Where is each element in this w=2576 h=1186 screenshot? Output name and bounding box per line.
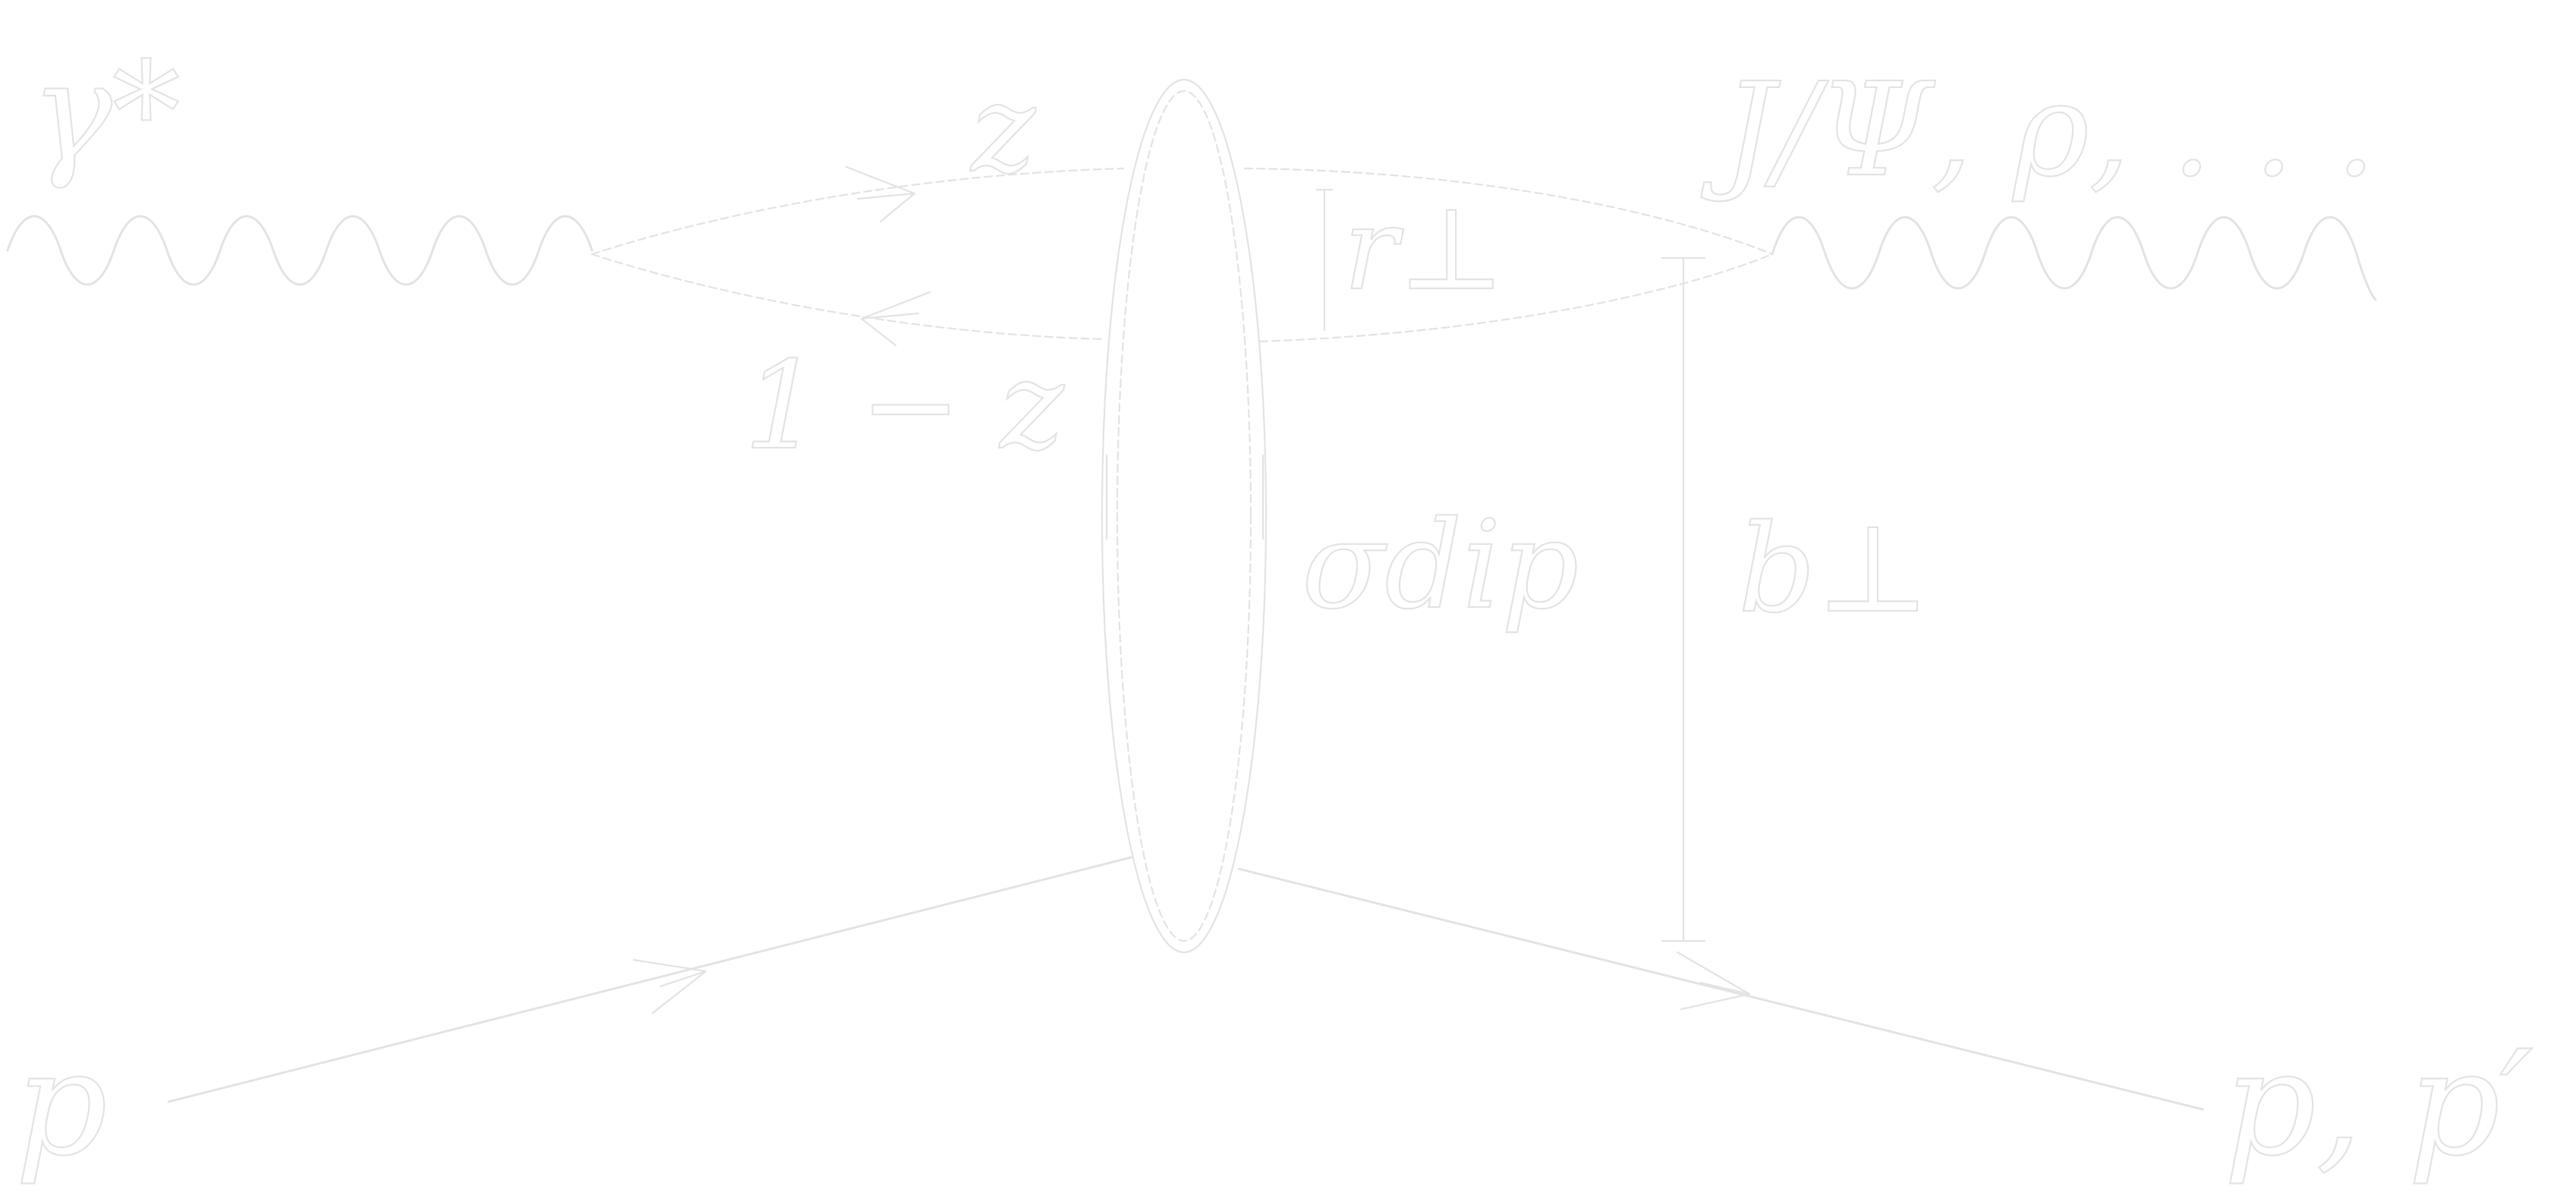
antiquark-arrow [860,291,931,347]
outgoing-proton-arrow [1676,951,1751,1011]
label-vector-meson: J/Ψ, ρ, . . . [1701,55,2376,206]
quark-arrow [845,165,916,223]
label-photon: γ* [30,33,181,192]
label-proton-out: p, p′ [2224,1020,2533,1186]
label-proton-in: p [15,1020,108,1186]
incoming-photon-wavy-line [6,215,594,286]
label-dipole-cross-section: σdip [1302,494,1579,636]
label-dipole-size: r⊥ [1343,184,1505,316]
dipole-line-lower [1258,253,1774,343]
outgoing-meson-wavy-line [1771,216,2377,301]
quark-line-upper [590,167,1125,256]
label-impact-parameter: b⊥ [1738,498,1930,640]
interaction-blob-ellipse [1101,78,1268,954]
incoming-proton-arrow [632,958,707,1015]
interaction-blob-ellipse-inner [1116,90,1252,942]
antiquark-line-lower [590,253,1106,341]
label-antiquark-fraction: 1 − z [744,335,1066,477]
label-quark-fraction: z [970,58,1037,200]
incoming-proton-line [167,856,1132,1103]
dipole-line-upper [1243,167,1774,256]
outgoing-proton-line [1237,867,2204,1111]
